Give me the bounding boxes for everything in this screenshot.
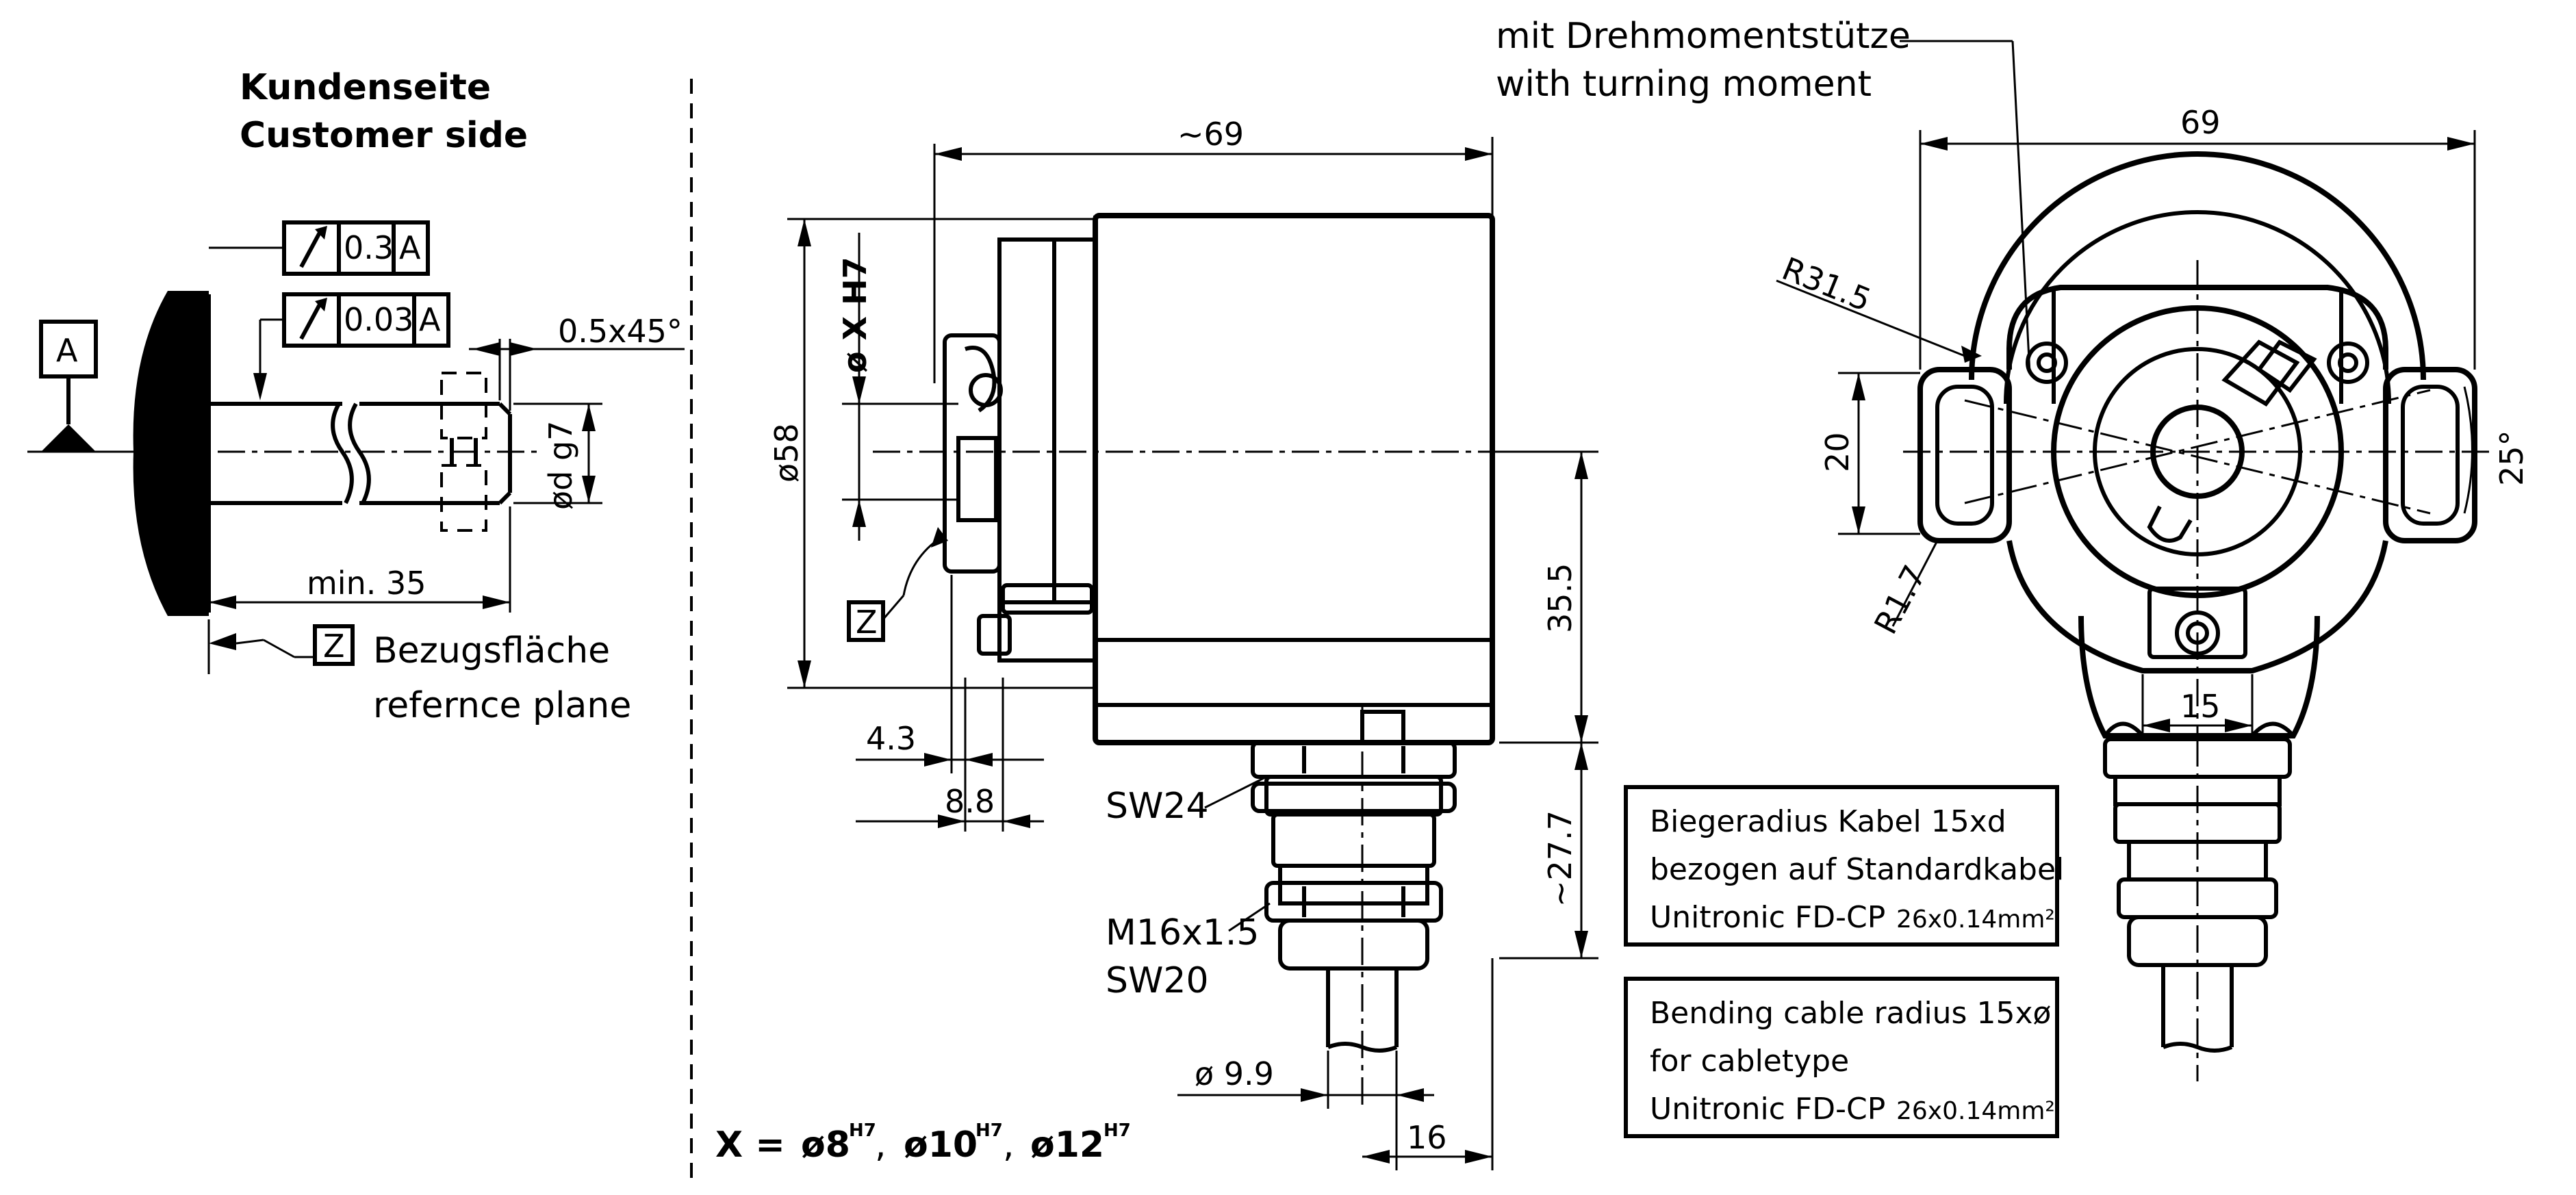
x-opt-3-sup: H7 (1104, 1120, 1131, 1141)
spacing-label: 15 (2180, 688, 2221, 725)
note-de-line2: bezogen auf Standardkabel (1650, 852, 2064, 887)
gland-len-label: 16 (1407, 1119, 1447, 1156)
note-en-line2: for cabletype (1650, 1044, 1849, 1079)
bore-label: ø X H7 (837, 257, 873, 373)
note-en-line3a: Unitronic FD-CP (1650, 1092, 1885, 1127)
tolerance-frame-2: 0.03 A (253, 292, 450, 400)
note-de-line3a: Unitronic FD-CP (1650, 900, 1885, 935)
note-en-box: Bending cable radius 15xø for cabletype … (1624, 977, 2059, 1138)
chamfer-dim: 0.5x45° (469, 313, 685, 411)
note-en-line3b: 26x0.14mm² (1896, 1097, 2055, 1125)
customer-side-title-en: Customer side (240, 115, 528, 156)
reference-plane: Z Bezugsfläche refernce plane (207, 619, 631, 726)
thread-label: M16x1.5 (1106, 912, 1260, 953)
x-opt-1: ø8 (801, 1125, 850, 1166)
note-en-line1: Bending cable radius 15xø (1650, 996, 2051, 1031)
x-note-lead: X = (715, 1125, 785, 1166)
slot-height-label: 20 (1819, 432, 1856, 472)
height-label: 35.5 (1542, 563, 1579, 633)
runout-icon (299, 230, 322, 268)
shaft-dia-label: ød g7 (542, 421, 579, 510)
gland-height-dim: ~27.7 (1499, 743, 1598, 960)
shaft-dia-dim: ød g7 (513, 402, 602, 510)
body-dia-label: ø58 (768, 423, 805, 483)
flange-a-label: 4.3 (866, 720, 916, 757)
flange-b-label: 8.8 (945, 783, 995, 820)
tol2-value: 0.03 (344, 301, 413, 338)
x-opt-3: ø12 (1030, 1125, 1104, 1166)
tol1-value: 0.3 (344, 229, 394, 266)
svg-text:,: , (1003, 1125, 1015, 1166)
front-width-label: 69 (2180, 104, 2221, 141)
side-ref-label: Z (856, 604, 878, 641)
x-opt-2: ø10 (904, 1125, 978, 1166)
customer-flange (133, 291, 209, 616)
customer-side-view: Kundenseite Customer side A (27, 67, 685, 726)
note-de-line3b: 26x0.14mm² (1896, 905, 2055, 934)
bore-dim: ø X H7 (837, 233, 958, 541)
ref-marker: Z (323, 628, 345, 665)
customer-shaft (171, 372, 541, 532)
note-de-line1: Biegeradius Kabel 15xd (1650, 804, 2006, 839)
gland-height-label: ~27.7 (1542, 810, 1579, 907)
gland-len-dim: 16 (1362, 958, 1494, 1170)
cable-gland (1251, 705, 1457, 1109)
runout-icon (299, 302, 322, 340)
length-dim: ~69 (933, 116, 1494, 383)
slot-height-dim: 20 (1819, 372, 1920, 535)
x-opt-1-sup: H7 (849, 1120, 876, 1141)
svg-text:,: , (875, 1125, 887, 1166)
customer-side-title-de: Kundenseite (240, 67, 491, 108)
flange-dims: 4.3 8.8 (856, 575, 1044, 832)
front-cable-gland (2103, 737, 2292, 1081)
cable-dia-label: ø 9.9 (1195, 1055, 1274, 1092)
tol1-datum: A (399, 229, 421, 266)
tolerance-frame-1: 0.3 A (209, 220, 430, 276)
ref-plane-en: refernce plane (373, 685, 631, 726)
ref-plane-de: Bezugsfläche (373, 630, 610, 671)
torque-support-en: with turning moment (1496, 64, 1872, 105)
front-view: mit Drehmomentstütze with turning moment… (1496, 16, 2530, 1138)
note-de-box: Biegeradius Kabel 15xd bezogen auf Stand… (1624, 785, 2064, 947)
wrench-b-label: SW20 (1106, 960, 1209, 1001)
chamfer-label: 0.5x45° (558, 313, 683, 350)
cable-dia-dim: ø 9.9 (1177, 1051, 1434, 1170)
length-label: ~69 (1177, 116, 1244, 153)
body-dia-dim: ø58 (768, 218, 1095, 689)
datum-triangle (41, 424, 96, 452)
min-length-label: min. 35 (307, 565, 426, 602)
height-dim: 35.5 (1499, 450, 1598, 744)
wrench-a-label: SW24 (1106, 786, 1209, 827)
datum-a-label: A (56, 332, 78, 369)
front-width-dim: 69 (1919, 104, 2476, 370)
side-view: ~69 ø58 ø X H7 (715, 116, 1598, 1170)
x-note: X = ø8 H7 , ø10 H7 , ø12 H7 (715, 1120, 1131, 1166)
radius-inner-label: R1.7 (1867, 559, 1933, 640)
radius-outer-label: R31.5 (1777, 250, 1876, 318)
torque-support-de: mit Drehmomentstütze (1496, 16, 1911, 57)
tol2-datum: A (419, 301, 441, 338)
encoder-body (873, 213, 1554, 745)
spacing-dim: 15 (2141, 674, 2254, 739)
min-length-dim: min. 35 (209, 506, 511, 613)
side-ref-marker: Z (847, 527, 948, 642)
front-housing (1903, 151, 2492, 746)
x-opt-2-sup: H7 (975, 1120, 1003, 1141)
angle-label: 25° (2493, 430, 2530, 486)
